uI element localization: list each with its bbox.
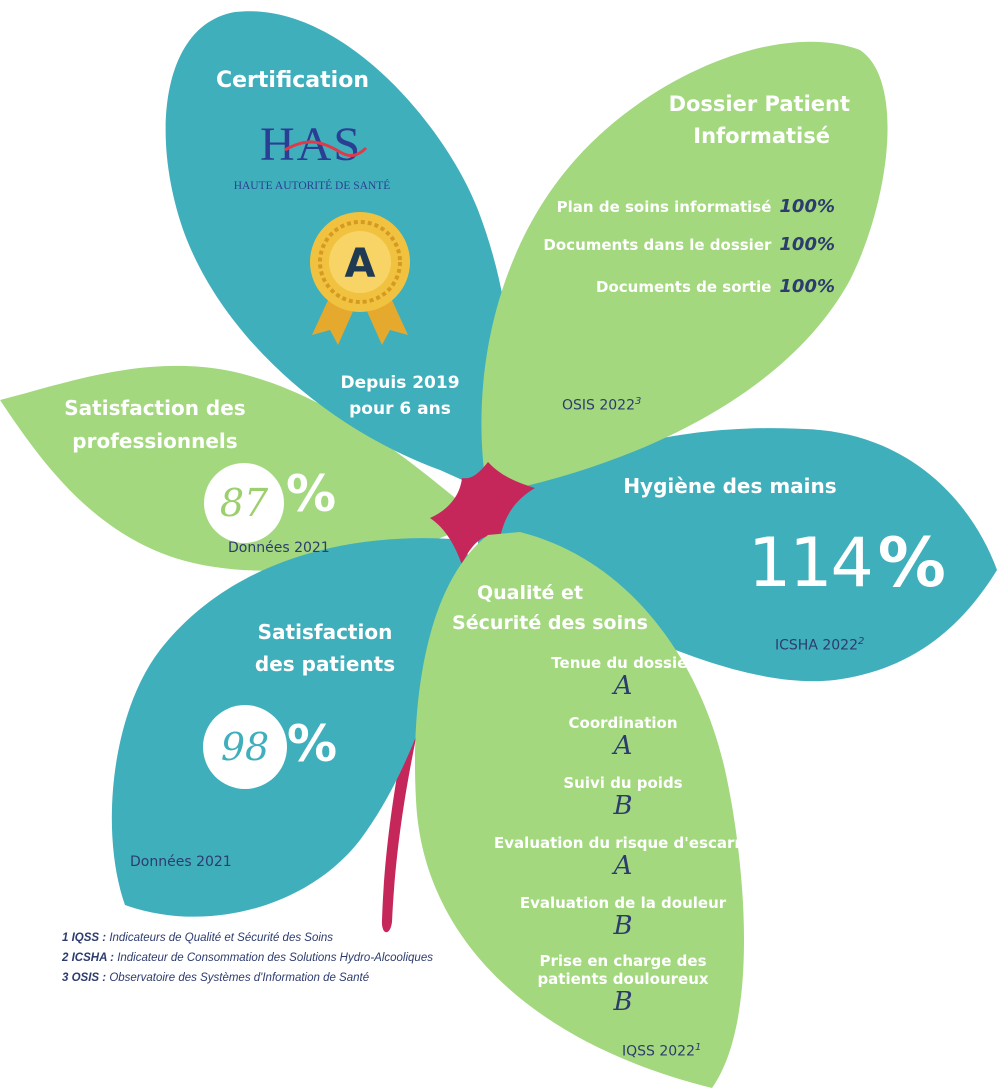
patients-title: Satisfaction des patients (230, 616, 420, 680)
footnote: 2 ICSHA : Indicateur de Consommation des… (62, 948, 433, 968)
petal-patients (111, 538, 469, 917)
patients-title-line2: des patients (254, 652, 396, 676)
dossier-item: Plan de soins informatisé 100% (520, 196, 835, 234)
professionnels-source: Données 2021 (228, 540, 330, 556)
professionnels-unit: % (286, 465, 337, 523)
qualite-item: Coordination A (488, 714, 758, 774)
footnote: 3 OSIS : Observatoire des Systèmes d'Inf… (62, 968, 433, 988)
qualite-source-label: IQSS 2022 (622, 1043, 696, 1060)
petal-qualite (414, 532, 745, 1088)
dossier-item-label: Documents dans le dossier (543, 236, 772, 254)
dossier-title: Dossier Patient Informatisé (600, 88, 850, 152)
patients-title-line1: Satisfaction (257, 620, 393, 644)
professionnels-title-line2: professionnels (72, 429, 238, 453)
dossier-items: Plan de soins informatisé 100% Documents… (520, 196, 835, 314)
petal-dossier (481, 41, 888, 493)
qualite-title: Qualité et Sécurité des soins (430, 578, 670, 638)
has-logo-letters: HAS (260, 118, 362, 171)
dossier-item: Documents dans le dossier 100% (520, 234, 835, 276)
professionnels-title-line1: Satisfaction des (64, 396, 246, 420)
qualite-title-line2: Sécurité des soins (452, 612, 648, 634)
hygiene-source-label: ICSHA 2022 (775, 637, 858, 654)
dossier-source-ref: 3 (635, 396, 642, 407)
hygiene-value: 114 (748, 524, 874, 603)
qualite-item-label: Tenue du dossier (551, 654, 695, 672)
professionnels-value: 87 (219, 481, 269, 525)
qualite-item-label: Suivi du poids (563, 774, 683, 792)
qualite-item: Evaluation de la douleur B (488, 894, 758, 952)
dossier-item-value: 100% (779, 234, 835, 255)
footnote-key: 3 OSIS : (62, 972, 107, 984)
patients-source: Données 2021 (130, 854, 232, 870)
dossier-title-line1: Dossier Patient (668, 92, 850, 116)
dossier-source: OSIS 20223 (562, 396, 641, 414)
footnote-text: Observatoire des Systèmes d'Information … (109, 972, 370, 984)
medal-ring (318, 220, 402, 304)
qualite-item: Evaluation du risque d'escarre A (488, 834, 758, 894)
qualite-item-label-line2: patients douloureux (537, 970, 709, 988)
qualite-source-ref: 1 (695, 1042, 702, 1053)
medal-grade: A (345, 241, 376, 287)
qualite-item-label-line1: Prise en charge des (539, 952, 707, 970)
footnote: 1 IQSS : Indicateurs de Qualité et Sécur… (62, 928, 433, 948)
hygiene-value-group: 114% (748, 524, 946, 604)
qualite-item-grade: B (613, 791, 633, 821)
dossier-item-value: 100% (779, 196, 835, 217)
qualite-item: Prise en charge des patients douloureux … (488, 952, 758, 1016)
qualite-item-grade: A (613, 731, 633, 761)
qualite-item-grade: B (613, 911, 633, 941)
patients-value-circle: 98 (203, 705, 287, 789)
dossier-title-line2: Informatisé (693, 124, 830, 148)
professionnels-title: Satisfaction des professionnels (40, 392, 270, 458)
flower-center (430, 462, 535, 565)
flower-stem (381, 690, 424, 933)
qualite-item-grade: A (613, 851, 633, 881)
certification-since: Depuis 2019 pour 6 ans (330, 370, 470, 422)
medal-inner (329, 231, 391, 293)
has-logo-swoosh (284, 140, 368, 157)
certification-title: Certification (215, 68, 369, 93)
hygiene-unit: % (877, 524, 946, 603)
footnote-key: 2 ICSHA : (62, 952, 114, 964)
footnote-text: Indicateurs de Qualité et Sécurité des S… (109, 932, 334, 944)
qualite-items: Tenue du dossier A Coordination A Suivi … (488, 654, 758, 1016)
certification-since-line1: Depuis 2019 (340, 373, 460, 393)
qualite-item: Tenue du dossier A (488, 654, 758, 714)
qualite-title-line1: Qualité et (476, 582, 584, 604)
dossier-item: Documents de sortie 100% (520, 276, 835, 314)
dossier-item-value: 100% (779, 276, 835, 297)
qualite-item-grade: A (613, 671, 633, 701)
footnote-key: 1 IQSS : (62, 932, 107, 944)
patients-unit: % (287, 715, 338, 773)
footnotes: 1 IQSS : Indicateurs de Qualité et Sécur… (62, 928, 433, 988)
has-logo-subtitle: HAUTE AUTORITÉ DE SANTÉ (234, 178, 391, 192)
hygiene-source: ICSHA 20222 (775, 636, 864, 654)
qualite-item-grade: B (613, 987, 633, 1017)
grade-medal: A (310, 212, 410, 345)
hygiene-source-ref: 2 (857, 636, 865, 647)
qualite-item: Suivi du poids B (488, 774, 758, 834)
dossier-item-label: Plan de soins informatisé (556, 198, 772, 216)
hygiene-title: Hygiène des mains (623, 474, 837, 498)
patients-value: 98 (220, 725, 270, 769)
footnote-text: Indicateur de Consommation des Solutions… (117, 952, 433, 964)
dossier-source-label: OSIS 2022 (562, 397, 636, 414)
certification-since-line2: pour 6 ans (349, 399, 451, 419)
qualite-source: IQSS 20221 (622, 1042, 701, 1060)
has-logo: HAS HAUTE AUTORITÉ DE SANTÉ (234, 118, 391, 192)
dossier-item-label: Documents de sortie (596, 278, 772, 296)
qualite-item-label: Evaluation du risque d'escarre (494, 834, 752, 852)
qualite-item-label: Evaluation de la douleur (519, 894, 727, 912)
professionnels-value-circle: 87 (204, 463, 284, 543)
qualite-item-label: Coordination (568, 714, 678, 732)
